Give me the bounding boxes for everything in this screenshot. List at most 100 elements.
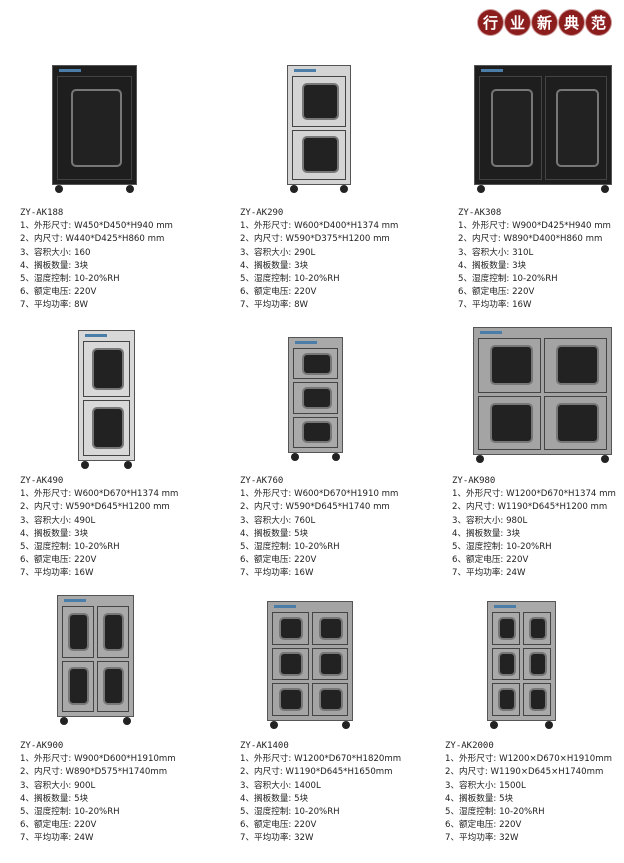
spec-line: 6、额定电压: 220V [445,819,612,832]
spec-value-volume: 310L [512,247,534,258]
hygrometer-display [480,331,502,334]
spec-value-humidity: 10-20%RH [74,542,120,553]
glass-window [528,616,547,640]
spec-label: 6、额定电压: [452,555,507,566]
cabinet-door [83,341,130,397]
spec-line: 2、内尺寸: W590*D645*H1740 mm [240,501,398,514]
caster-wheel-icon [601,185,609,193]
spec-value-voltage: 220V [294,555,317,566]
spec-label: 7、平均功率: [20,300,75,311]
spec-line: 1、外形尺寸: W600*D670*H1374 mm [20,488,178,501]
cabinet-body [288,337,343,453]
cabinet-door [97,606,129,658]
glass-window [92,407,124,449]
spec-label: 4、搁板数量: [445,793,500,804]
spec-line: 2、内尺寸: W440*D425*H860 mm [20,233,173,246]
hygrometer-display [295,341,317,344]
spec-value-inner: W590*D645*H1200 mm [65,502,170,513]
spec-value-humidity: 10-20%RH [294,274,340,285]
spec-label: 7、平均功率: [20,833,75,844]
spec-label: 6、额定电压: [445,820,500,831]
cabinet-image [78,330,135,469]
spec-line: 6、额定电压: 220V [240,286,398,299]
glass-window [302,82,339,120]
spec-label: 2、内尺寸: [240,234,286,245]
spec-label: 1、外形尺寸: [20,489,75,500]
spec-line: 3、容积大小: 760L [240,515,398,528]
glass-window [68,667,90,706]
cabinet-image [57,595,134,725]
cabinet-image [473,327,612,463]
spec-label: 5、湿度控制: [20,274,75,285]
cabinet-door [492,683,520,716]
glass-window [68,612,90,651]
spec-value-power: 16W [512,300,532,311]
spec-line: 6、额定电压: 220V [240,554,398,567]
hygrometer-display [64,599,86,602]
cabinet-door [311,612,348,645]
caster-wheel-icon [340,185,348,193]
hygrometer-display [59,69,81,72]
spec-label: 2、内尺寸: [20,767,66,778]
hygrometer-display [494,605,516,608]
glass-window [302,136,339,174]
spec-line: 5、湿度控制: 10-20%RH [445,806,612,819]
spec-line: 1、外形尺寸: W450*D450*H940 mm [20,220,173,233]
spec-label: 4、搁板数量: [458,260,513,271]
spec-label: 1、外形尺寸: [240,221,295,232]
caster-wheel-icon [60,717,68,725]
spec-value-outer: W600*D400*H1374 mm [294,221,399,232]
spec-line: 2、内尺寸: W1190×D645×H1740mm [445,766,612,779]
spec-value-humidity: 10-20%RH [506,542,552,553]
spec-line: 3、容积大小: 900L [20,780,176,793]
spec-label: 4、搁板数量: [20,260,75,271]
spec-label: 1、外形尺寸: [240,489,295,500]
model-name: ZY-AK900 [20,741,64,751]
hygrometer-display [294,69,316,72]
spec-value-power: 32W [499,833,519,844]
caster-wheel-icon [55,185,63,193]
spec-value-voltage: 220V [74,287,97,298]
spec-value-power: 16W [74,568,94,579]
cabinet-door [523,612,551,645]
glass-window [103,667,125,706]
spec-value-humidity: 10-20%RH [512,274,558,285]
spec-value-outer: W600*D670*H1374 mm [74,489,179,500]
spec-label: 3、容积大小: [240,515,295,526]
cabinet-door [62,660,94,712]
spec-value-shelves: 3块 [506,528,521,539]
spec-line: 6、额定电压: 220V [452,554,616,567]
spec-value-power: 32W [294,833,314,844]
caster-wheel-icon [601,455,609,463]
spec-line: 5、湿度控制: 10-20%RH [240,541,398,554]
cabinet-body [473,327,612,455]
model-name: ZY-AK308 [458,208,502,218]
glass-window [71,89,123,167]
caster-wheel-icon [545,721,553,729]
badge-char: 业 [505,10,530,35]
spec-line: 4、搁板数量: 5块 [240,793,401,806]
caster-wheel-icon [291,453,299,461]
spec-label: 7、平均功率: [20,568,75,579]
spec-line: 1、外形尺寸: W600*D670*H1910 mm [240,488,398,501]
spec-label: 3、容积大小: [240,247,295,258]
badge-char: 行 [478,10,503,35]
cabinet-door [272,612,309,645]
glass-window [103,612,125,651]
glass-window [528,688,547,712]
spec-label: 2、内尺寸: [445,767,491,778]
spec-value-volume: 290L [294,247,316,258]
caster-wheel-icon [126,185,134,193]
spec-label: 4、搁板数量: [20,793,75,804]
glass-window [528,652,547,676]
cabinet-body [78,330,135,461]
cabinet-door [272,647,309,681]
cabinet-body [487,601,556,721]
spec-label: 1、外形尺寸: [445,754,500,765]
badge-char: 范 [586,10,611,35]
spec-label: 5、湿度控制: [452,542,507,553]
cabinet-image [267,601,353,729]
